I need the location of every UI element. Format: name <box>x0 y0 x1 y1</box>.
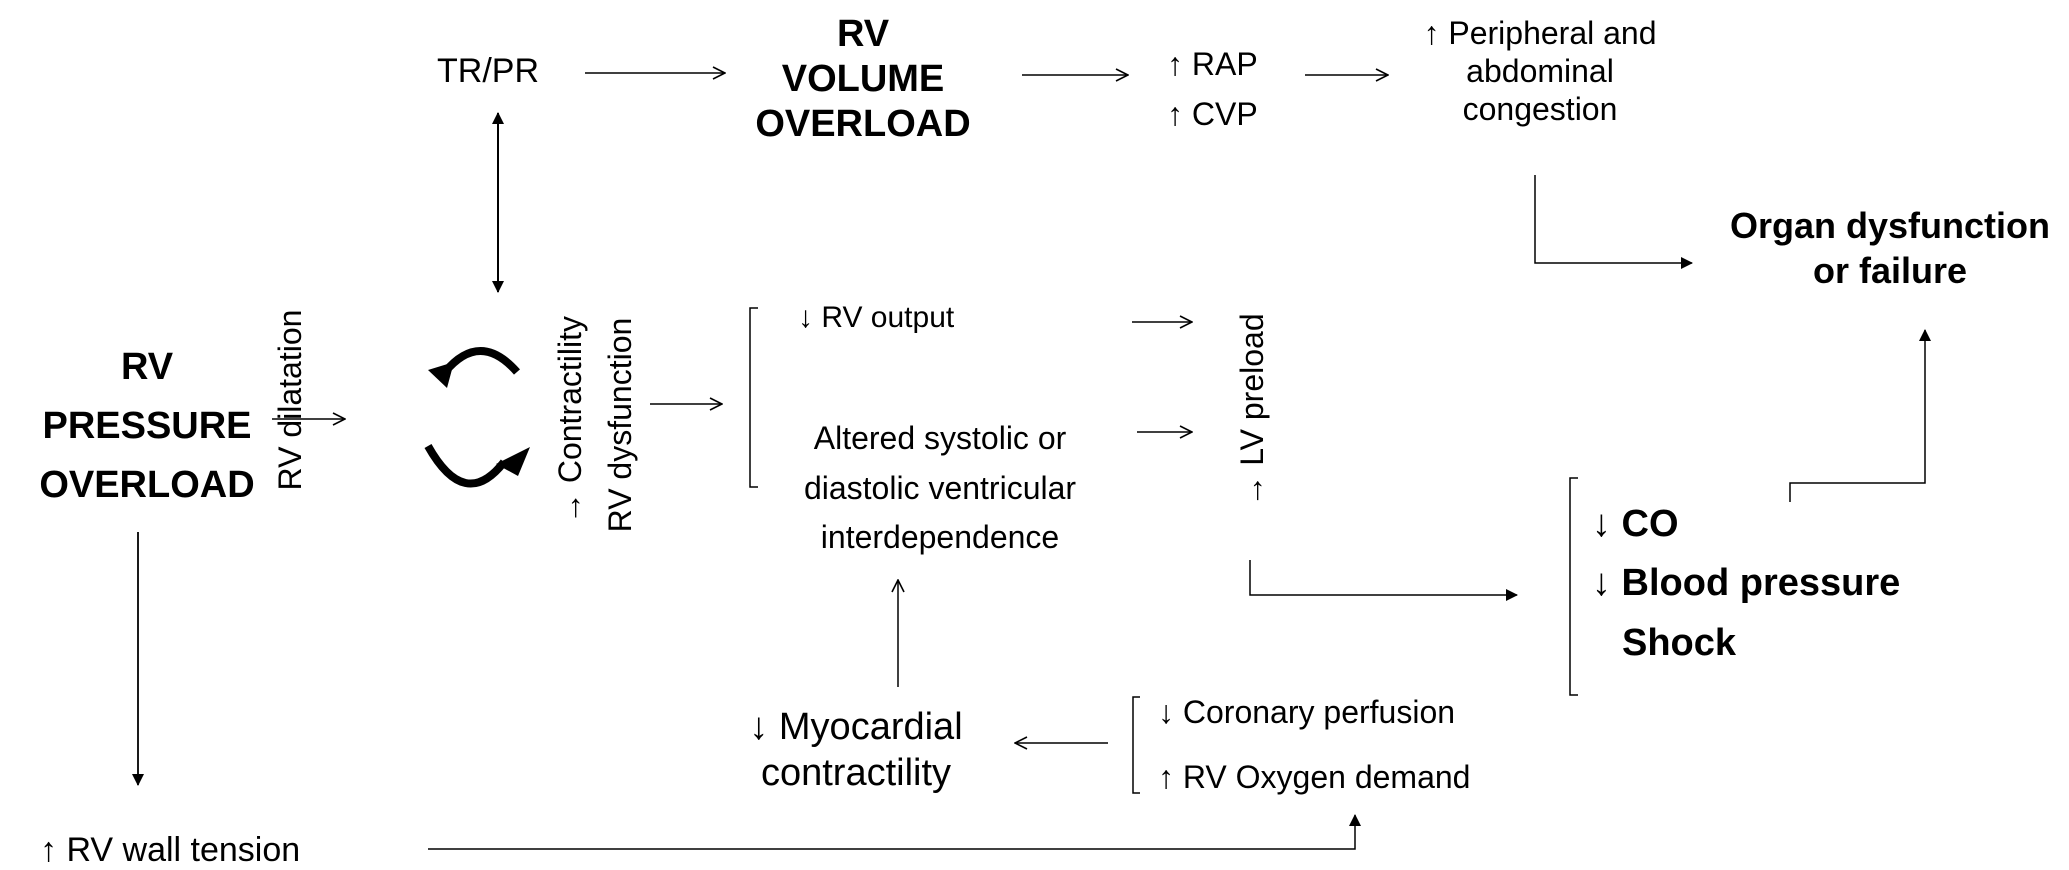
bracket-rv-output <box>749 307 758 488</box>
node-rv-dilatation: RV dilatation <box>272 309 308 491</box>
cycle-arrow-top-icon <box>441 347 521 375</box>
node-blood-pressure: ↓ Blood pressure <box>1592 562 1901 604</box>
bracket-co-shock <box>1569 477 1578 696</box>
node-tr-pr: TR/PR <box>437 52 539 90</box>
node-organ-dysfunction: Organ dysfunction or failure <box>1700 203 2069 293</box>
node-rv-output: ↓ RV output <box>798 301 955 334</box>
myocardial-line-2: contractility <box>760 751 952 794</box>
interdependence-line-3: interdependence <box>820 519 1060 556</box>
node-rap: ↑ RAP <box>1167 46 1258 82</box>
node-lv-preload: → LV preload <box>1234 313 1270 507</box>
interdependence-line-2: diastolic ventricular <box>803 469 1077 506</box>
congestion-line-2: abdominal <box>1466 52 1614 89</box>
volume-overload-line-2: VOLUME <box>781 57 945 100</box>
volume-overload-line-3: OVERLOAD <box>755 102 971 145</box>
pressure-overload-line-3: OVERLOAD <box>39 463 255 506</box>
cycle-arrow-bottom-icon <box>424 444 508 488</box>
arrow-wall-tension-to-oxygen <box>428 814 1361 850</box>
pressure-overload-line-1: RV <box>120 346 174 388</box>
node-co: ↓ CO <box>1592 503 1679 545</box>
volume-overload-line-1: RV <box>836 13 890 55</box>
node-cvp: ↑ CVP <box>1167 96 1258 132</box>
arrow-lvpreload-to-co <box>1249 560 1518 601</box>
node-coronary-perfusion: ↓ Coronary perfusion <box>1158 694 1456 730</box>
node-rv-pressure-overload: RV PRESSURE OVERLOAD <box>22 338 272 515</box>
organ-line-2: or failure <box>1812 250 1968 291</box>
node-altered-interdependence: Altered systolic or diastolic ventricula… <box>765 414 1115 563</box>
arrow-shock-to-organ <box>1789 329 1931 502</box>
pressure-overload-line-2: PRESSURE <box>42 404 252 447</box>
node-shock: Shock <box>1622 622 1737 664</box>
node-peripheral-congestion: ↑ Peripheral and abdominal congestion <box>1395 15 1685 128</box>
node-rv-wall-tension: ↑ RV wall tension <box>40 831 301 869</box>
congestion-line-3: congestion <box>1462 90 1618 127</box>
myocardial-line-1: ↓ Myocardial <box>749 706 963 748</box>
congestion-line-1: ↑ Peripheral and <box>1423 15 1657 51</box>
node-rv-oxygen-demand: ↑ RV Oxygen demand <box>1158 759 1471 795</box>
node-contractility: → Contractility <box>552 315 588 525</box>
arrow-congestion-to-organ <box>1534 175 1693 269</box>
bracket-coronary <box>1132 696 1140 794</box>
node-rv-volume-overload: RV VOLUME OVERLOAD <box>738 12 988 146</box>
organ-line-1: Organ dysfunction <box>1729 205 2050 246</box>
node-myocardial-contractility: ↓ Myocardial contractility <box>718 705 994 796</box>
node-rv-dysfunction: RV dysfunction <box>602 317 638 533</box>
interdependence-line-1: Altered systolic or <box>813 420 1067 456</box>
